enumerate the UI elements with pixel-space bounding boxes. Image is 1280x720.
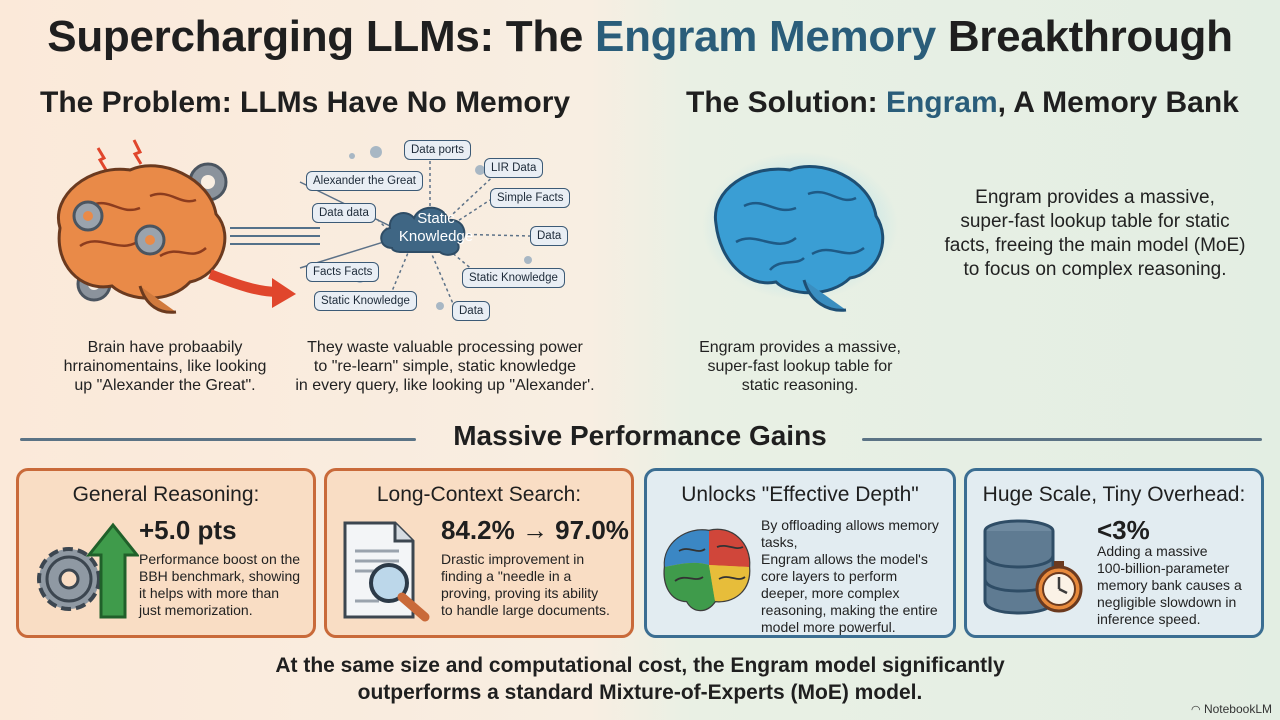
gear-up-arrow-icon [37,522,139,619]
knowledge-pill: Facts Facts [306,262,380,282]
gear-icon [37,547,101,611]
problem-caption-right: They waste valuable processing power to … [295,339,595,394]
gear-brain-illustration [57,139,320,314]
blue-brain-illustration [702,152,898,312]
knowledge-pill: Static Knowledge [314,291,417,311]
footer-summary: At the same size and computational cost,… [275,654,1005,704]
notebooklm-logo-icon: ◠ [1191,704,1201,716]
card-huge-scale: Huge Scale, Tiny Overhead: <3% Adding a … [964,468,1264,638]
card-description: Drastic improvement in finding a "needle… [441,551,610,618]
brand-label: ◠ NotebookLM [1191,702,1272,716]
stopwatch-icon [1035,561,1083,613]
card-effective-depth: Unlocks "Effective Depth" By offloading … [644,468,956,638]
card-title: Huge Scale, Tiny Overhead: [982,483,1246,506]
solution-description: Engram provides a massive, super-fast lo… [944,187,1246,280]
card-metric: 84.2% → 97.0% [441,515,629,545]
arrow-right-icon [272,278,296,308]
magnifier-icon [369,563,430,622]
layered-brain-icon [663,528,751,612]
divider-left [20,438,416,441]
knowledge-pill: Data ports [404,140,472,160]
divider-right [862,438,1262,441]
up-arrow-icon [85,522,139,619]
card-metric: <3% [1097,515,1150,545]
card-description: Adding a massive 100-billion-parameter m… [1097,543,1242,627]
cloud-icon [380,206,466,256]
knowledge-pill: Static Knowledge [462,268,565,288]
database-clock-icon [983,519,1083,615]
knowledge-pill: Simple Facts [490,188,571,208]
card-title: General Reasoning: [72,483,260,506]
page-title: Supercharging LLMs: The Engram Memory Br… [47,12,1233,61]
card-description: By offloading allows memory tasks, Engra… [761,517,939,635]
knowledge-pill: Alexander the Great [306,171,423,191]
card-title: Unlocks "Effective Depth" [681,483,919,506]
document-search-icon [343,521,430,622]
gear-icon [72,200,104,232]
problem-heading: The Problem: LLMs Have No Memory [40,86,571,119]
solution-heading: The Solution: Engram, A Memory Bank [686,86,1239,119]
gains-heading: Massive Performance Gains [453,420,827,451]
knowledge-pill: Data data [312,203,376,223]
problem-caption-left: Brain have probaabily hrrainomentains, l… [63,339,267,394]
gear-icon [134,224,166,256]
card-description: Performance boost on the BBH benchmark, … [139,551,301,618]
card-metric: +5.0 pts [139,515,237,545]
solution-caption: Engram provides a massive, super-fast lo… [699,339,901,394]
card-title: Long-Context Search: [376,483,582,506]
card-long-context: Long-Context Search: 84.2% → 97.0% Drast… [324,468,634,638]
static-knowledge-network [299,146,532,310]
knowledge-pill: Data [452,301,491,321]
card-general-reasoning: General Reasoning: +5.0 pts Performance … [16,468,316,638]
cloud-label: Static Knowledge [398,210,474,245]
knowledge-pill: LIR Data [484,158,544,178]
knowledge-pill: Data [530,226,569,246]
